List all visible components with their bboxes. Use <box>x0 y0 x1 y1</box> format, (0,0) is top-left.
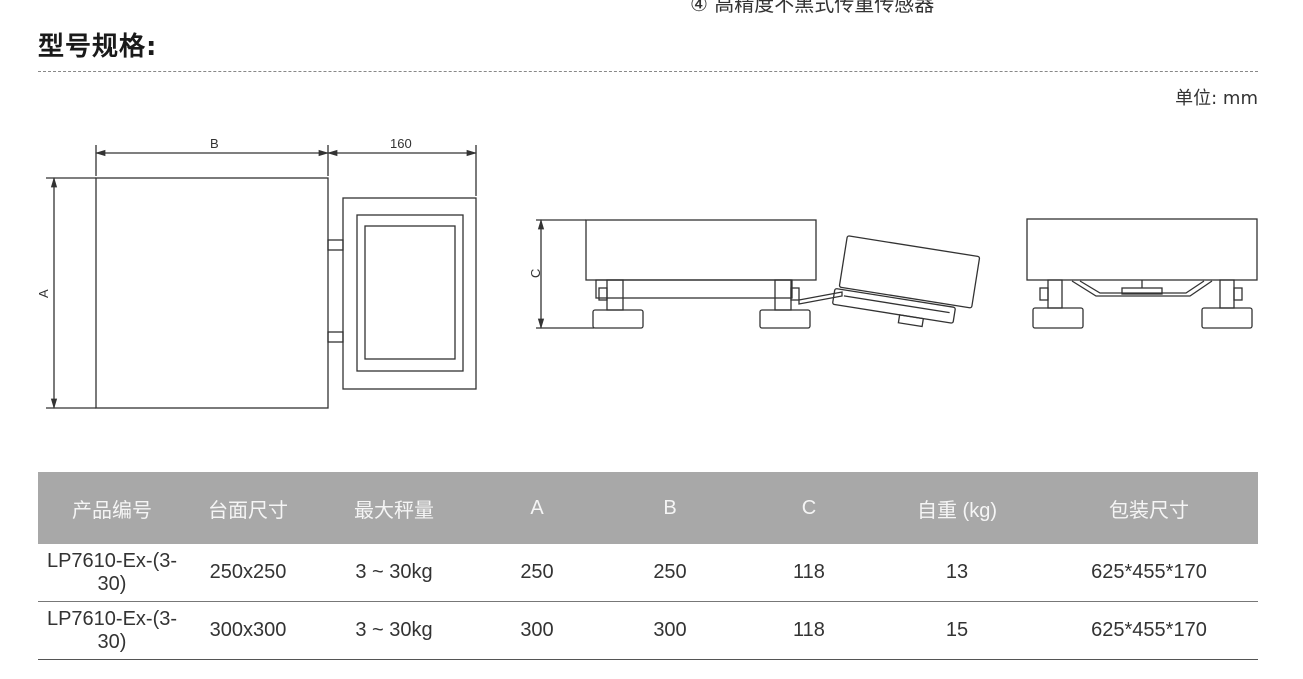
cell-product-code: LP7610-Ex-(3-30) <box>38 601 186 660</box>
cell-b: 250 <box>596 544 744 602</box>
cell-platform-size: 300x300 <box>186 601 310 660</box>
cell-b: 300 <box>596 601 744 660</box>
cell-package-size: 625*455*170 <box>1040 544 1258 602</box>
header-c: C <box>744 472 874 544</box>
dashed-divider <box>38 71 1258 72</box>
dimension-b-label: B <box>210 136 219 151</box>
cell-product-code: LP7610-Ex-(3-30) <box>38 544 186 602</box>
unit-label: 单位: mm <box>1175 88 1258 109</box>
cell-weight: 15 <box>874 601 1040 660</box>
top-view-drawing: B 160 A <box>36 136 478 410</box>
header-product-code: 产品编号 <box>38 472 186 544</box>
clipped-feature-line: ④ 高精度不黑式传重传感器 <box>690 0 935 16</box>
table-row: LP7610-Ex-(3-30) 250x250 3 ~ 30kg 250 25… <box>38 544 1258 602</box>
dimension-160-label: 160 <box>390 136 412 151</box>
cell-max-capacity: 3 ~ 30kg <box>310 601 478 660</box>
side-view-drawing: C <box>528 218 981 330</box>
technical-drawings: B 160 A C <box>36 136 1258 410</box>
section-heading: 型号规格: <box>38 32 158 62</box>
header-a: A <box>478 472 596 544</box>
header-weight: 自重 (kg) <box>874 472 1040 544</box>
dimension-a-label: A <box>36 289 51 298</box>
end-view-drawing <box>1026 218 1258 329</box>
cell-c: 118 <box>744 601 874 660</box>
spec-table: 产品编号 台面尺寸 最大秤量 A B C 自重 (kg) 包装尺寸 LP7610… <box>38 472 1258 660</box>
header-package-size: 包装尺寸 <box>1040 472 1258 544</box>
header-b: B <box>596 472 744 544</box>
cell-max-capacity: 3 ~ 30kg <box>310 544 478 602</box>
header-platform-size: 台面尺寸 <box>186 472 310 544</box>
cell-package-size: 625*455*170 <box>1040 601 1258 660</box>
dimension-c-label: C <box>528 269 543 278</box>
spec-table-header: 产品编号 台面尺寸 最大秤量 A B C 自重 (kg) 包装尺寸 <box>38 472 1258 544</box>
cell-c: 118 <box>744 544 874 602</box>
table-row: LP7610-Ex-(3-30) 300x300 3 ~ 30kg 300 30… <box>38 601 1258 660</box>
cell-weight: 13 <box>874 544 1040 602</box>
cell-a: 250 <box>478 544 596 602</box>
header-max-capacity: 最大秤量 <box>310 472 478 544</box>
cell-a: 300 <box>478 601 596 660</box>
cell-platform-size: 250x250 <box>186 544 310 602</box>
